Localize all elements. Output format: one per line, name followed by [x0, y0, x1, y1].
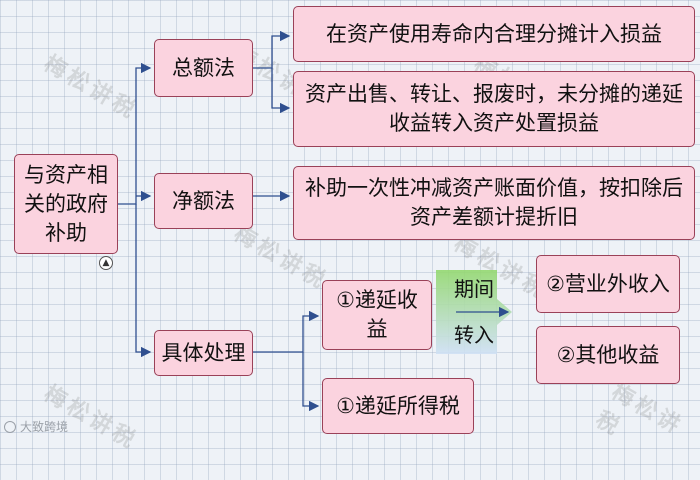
detail-node-net-1[interactable]: 补助一次性冲减资产账面价值，按扣除后资产差额计提折旧 — [293, 166, 695, 240]
method-node-net[interactable]: 净额法 — [154, 173, 253, 229]
method-label-gross: 总额法 — [172, 55, 235, 80]
brand-watermark: 大致跨境 — [4, 418, 68, 435]
brand-text: 大致跨境 — [20, 420, 69, 434]
detail-text-net-1: 补助一次性冲减资产账面价值，按扣除后资产差额计提折旧 — [305, 176, 683, 229]
other-income-node[interactable]: ②营业外收入 — [536, 255, 680, 313]
detail-text-gross-2: 资产出售、转让、报废时，未分摊的递延收益转入资产处置损益 — [305, 82, 683, 135]
arrow-label-period: 期间 — [454, 276, 494, 301]
method-label-net: 净额法 — [172, 188, 235, 213]
method-label-specific: 具体处理 — [161, 340, 246, 365]
detail-text-gross-1: 在资产使用寿命内合理分摊计入损益 — [326, 21, 662, 46]
deferred-income-label: ①递延收益 — [336, 288, 418, 341]
method-node-gross[interactable]: 总额法 — [154, 39, 253, 97]
deferred-tax-node[interactable]: ①递延所得税 — [322, 378, 474, 434]
root-label: 与资产相关的政府补助 — [24, 162, 108, 245]
method-node-specific[interactable]: 具体处理 — [154, 330, 253, 376]
brand-logo-icon — [4, 420, 16, 433]
arrow-label-transfer: 转入 — [454, 322, 494, 347]
root-node[interactable]: 与资产相关的政府补助 — [14, 154, 118, 254]
detail-node-gross-1[interactable]: 在资产使用寿命内合理分摊计入损益 — [293, 6, 695, 62]
collapse-icon[interactable]: ▲ — [99, 256, 113, 270]
other-income-label: ②营业外收入 — [546, 271, 670, 296]
other-gains-label: ②其他收益 — [556, 342, 660, 367]
other-gains-node[interactable]: ②其他收益 — [536, 326, 680, 384]
deferred-tax-label: ①递延所得税 — [336, 393, 460, 418]
deferred-income-node[interactable]: ①递延收益 — [322, 280, 432, 350]
connector-lines — [118, 30, 512, 412]
detail-node-gross-2[interactable]: 资产出售、转让、报废时，未分摊的递延收益转入资产处置损益 — [293, 71, 695, 147]
